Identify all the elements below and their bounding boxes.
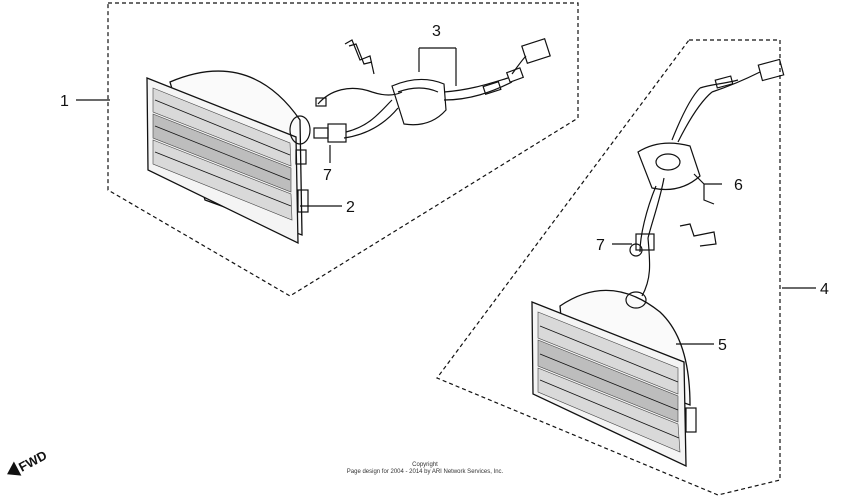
callout-5: 5 — [718, 337, 727, 354]
callout-7-upper: 7 — [323, 167, 332, 184]
headlight-5 — [531, 289, 697, 468]
callout-4: 4 — [820, 281, 829, 298]
bulb-7-lower — [629, 233, 655, 257]
copyright-line-1: Copyright — [412, 462, 438, 468]
callout-3: 3 — [432, 23, 441, 40]
callout-6: 6 — [734, 177, 743, 194]
assembly-outline-1 — [107, 2, 579, 297]
assembly-outline-4 — [436, 39, 781, 496]
leader-3 — [418, 47, 457, 86]
headlight-1 — [146, 70, 309, 245]
socket-harness-3 — [315, 37, 551, 139]
fwd-indicator: FWD — [7, 448, 49, 476]
leader-6 — [693, 173, 722, 205]
arrow-left-icon — [7, 461, 22, 476]
callout-1: 1 — [60, 93, 69, 110]
callout-2: 2 — [346, 199, 355, 216]
bulb-7-upper — [289, 115, 347, 145]
fwd-label: FWD — [16, 448, 49, 475]
callout-7-lower: 7 — [596, 237, 605, 254]
socket-harness-6 — [637, 58, 785, 297]
copyright-line-2: Page design for 2004 - 2014 by ARI Netwo… — [347, 469, 504, 475]
